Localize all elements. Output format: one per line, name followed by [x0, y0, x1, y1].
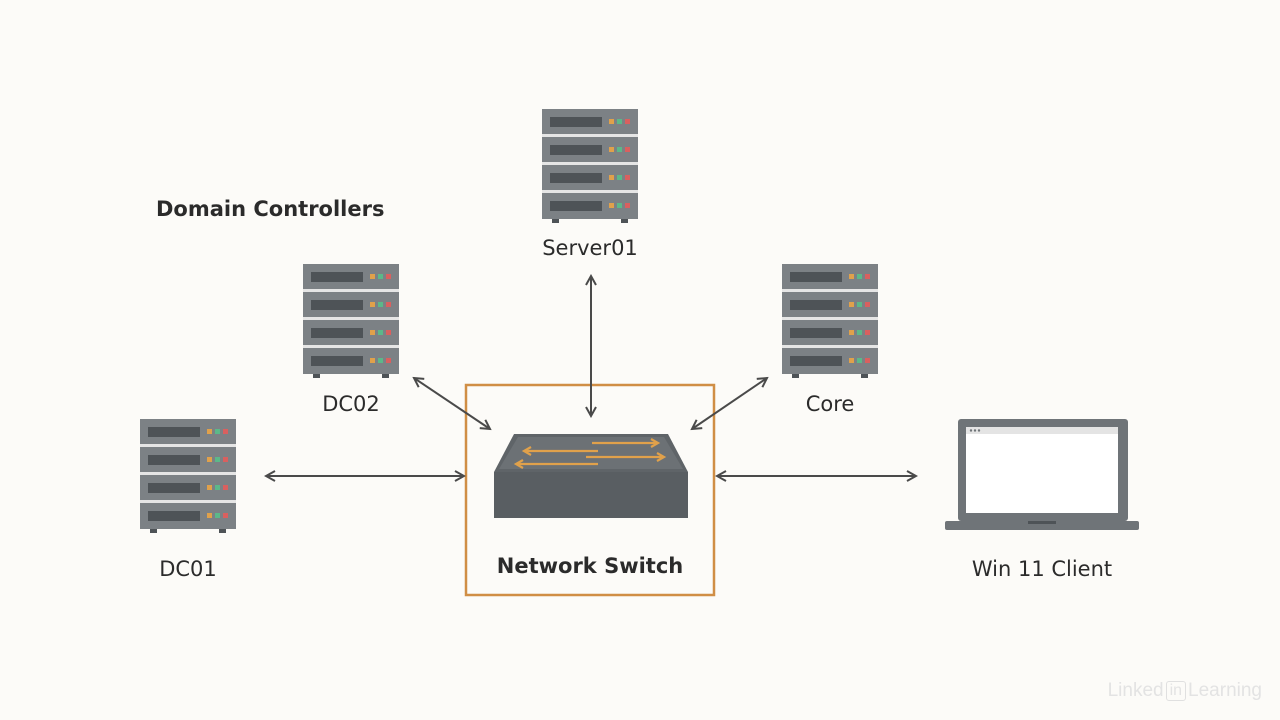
arrow-dc02-switch	[414, 378, 490, 429]
dc01-label: DC01	[159, 557, 217, 581]
connection-arrows	[266, 276, 916, 476]
network-switch-icon	[494, 434, 688, 518]
watermark-learning: Learning	[1188, 680, 1262, 701]
watermark-linked: Linked	[1107, 680, 1164, 701]
server01-server-icon	[542, 109, 638, 223]
dc02-label: DC02	[322, 392, 380, 416]
dc01-server-icon	[140, 419, 236, 533]
arrow-core-switch	[692, 378, 767, 429]
dc02-server-icon	[303, 264, 399, 378]
watermark-in: in	[1165, 681, 1187, 701]
laptop-icon	[945, 419, 1139, 530]
network-switch-label: Network Switch	[496, 554, 684, 578]
domain-controllers-label: Domain Controllers	[156, 197, 385, 221]
core-label: Core	[805, 392, 855, 416]
win11-client-label: Win 11 Client	[971, 557, 1113, 581]
server01-label: Server01	[542, 236, 638, 260]
core-server-icon	[782, 264, 878, 378]
